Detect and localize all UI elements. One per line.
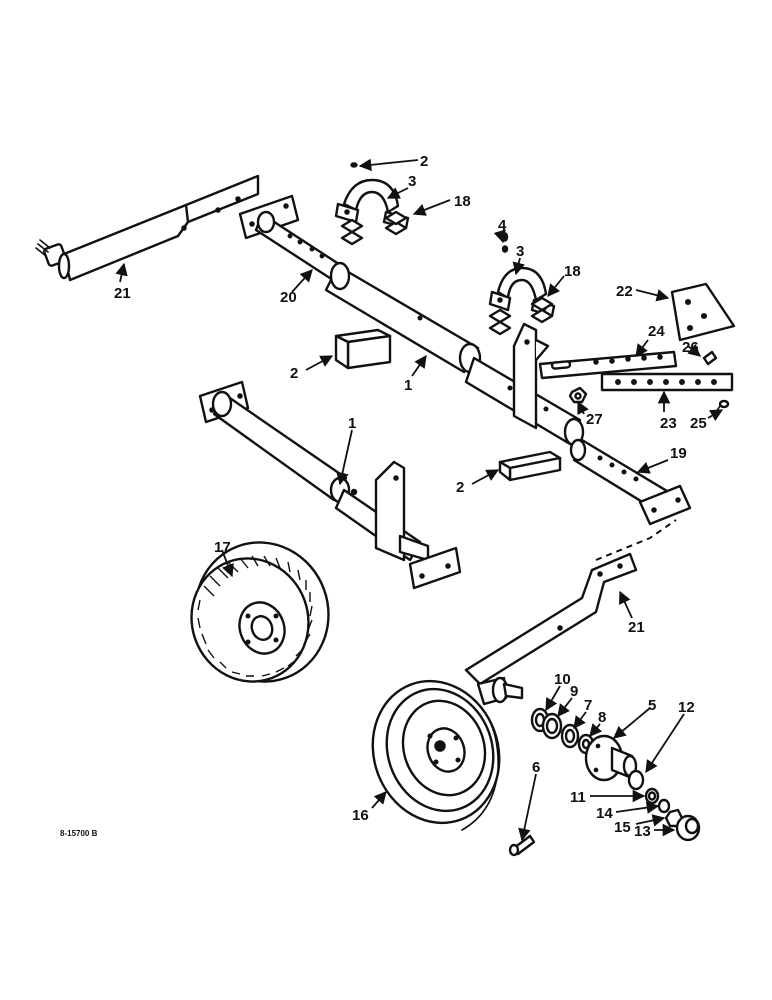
callout-23: 23	[660, 415, 677, 432]
callout-18-middle: 18	[564, 263, 581, 280]
callout-19: 19	[670, 445, 687, 462]
callout-4-middle: 4	[498, 217, 507, 234]
callout-1-lower: 1	[348, 415, 356, 432]
drawing-reference-number: 8-15700 B	[60, 829, 98, 838]
part-4-bolt-middle	[501, 232, 509, 253]
part-9-bearing	[541, 712, 563, 740]
callout-15: 15	[614, 819, 631, 836]
callout-21-lower: 21	[628, 619, 645, 636]
part-12-cup	[627, 769, 645, 791]
part-14-washer	[657, 798, 671, 814]
callout-10: 10	[554, 671, 571, 688]
part-2-angle-bracket-lower	[498, 450, 562, 482]
part-1-lower-tube	[198, 380, 462, 590]
callout-12: 12	[678, 699, 695, 716]
part-7-cup	[560, 723, 580, 749]
part-16-wheel-rim	[371, 679, 501, 831]
part-26-bolt	[702, 350, 718, 366]
callout-14: 14	[596, 805, 613, 822]
callout-3: 3	[408, 173, 416, 190]
part-18-washers-middle	[488, 296, 554, 336]
callout-17: 17	[214, 539, 231, 556]
callout-20: 20	[280, 289, 297, 306]
callout-11: 11	[570, 789, 586, 806]
callout-2: 2	[290, 365, 298, 382]
part-21-upper-arm	[35, 174, 260, 282]
callout-3-middle: 3	[516, 243, 524, 260]
part-22-gusset-plate	[670, 282, 736, 342]
callout-5: 5	[648, 697, 656, 714]
part-27-nut	[568, 386, 588, 404]
part-19-lower-tube	[569, 438, 692, 526]
callout-21: 21	[114, 285, 131, 302]
callout-labels: 2 3 18 21 20 2 1 1 4 3 18 22 24 26 27 23…	[114, 153, 707, 840]
callout-24: 24	[648, 323, 665, 340]
part-11-bearing	[644, 787, 660, 805]
part-13-cap	[675, 814, 701, 842]
callout-13: 13	[634, 823, 651, 840]
part-23-adjust-bar	[600, 372, 734, 392]
callout-4: 2	[420, 153, 428, 170]
callout-6: 6	[532, 759, 540, 776]
callout-7: 7	[584, 697, 592, 714]
part-18-washers-upper	[340, 210, 408, 246]
part-21-lower-arm	[464, 552, 638, 706]
callout-27: 27	[586, 411, 603, 428]
part-4-bolt-upper	[350, 162, 358, 168]
dashed-connection	[595, 519, 677, 561]
callout-26: 26	[682, 339, 699, 356]
callout-1: 1	[404, 377, 412, 394]
part-2-angle-bracket-upper	[334, 328, 392, 370]
callout-9: 9	[570, 683, 578, 700]
part-5-hub	[584, 734, 638, 782]
upright-bracket-upper	[512, 322, 550, 430]
callout-8: 8	[598, 709, 606, 726]
callout-25: 25	[690, 415, 707, 432]
callout-16: 16	[352, 807, 369, 824]
callout-18: 18	[454, 193, 471, 210]
part-24-adjust-bar	[538, 350, 678, 380]
callout-2-lower: 2	[456, 479, 464, 496]
leader-lines	[115, 158, 724, 842]
part-17-tire	[190, 541, 330, 683]
callout-22: 22	[616, 283, 633, 300]
